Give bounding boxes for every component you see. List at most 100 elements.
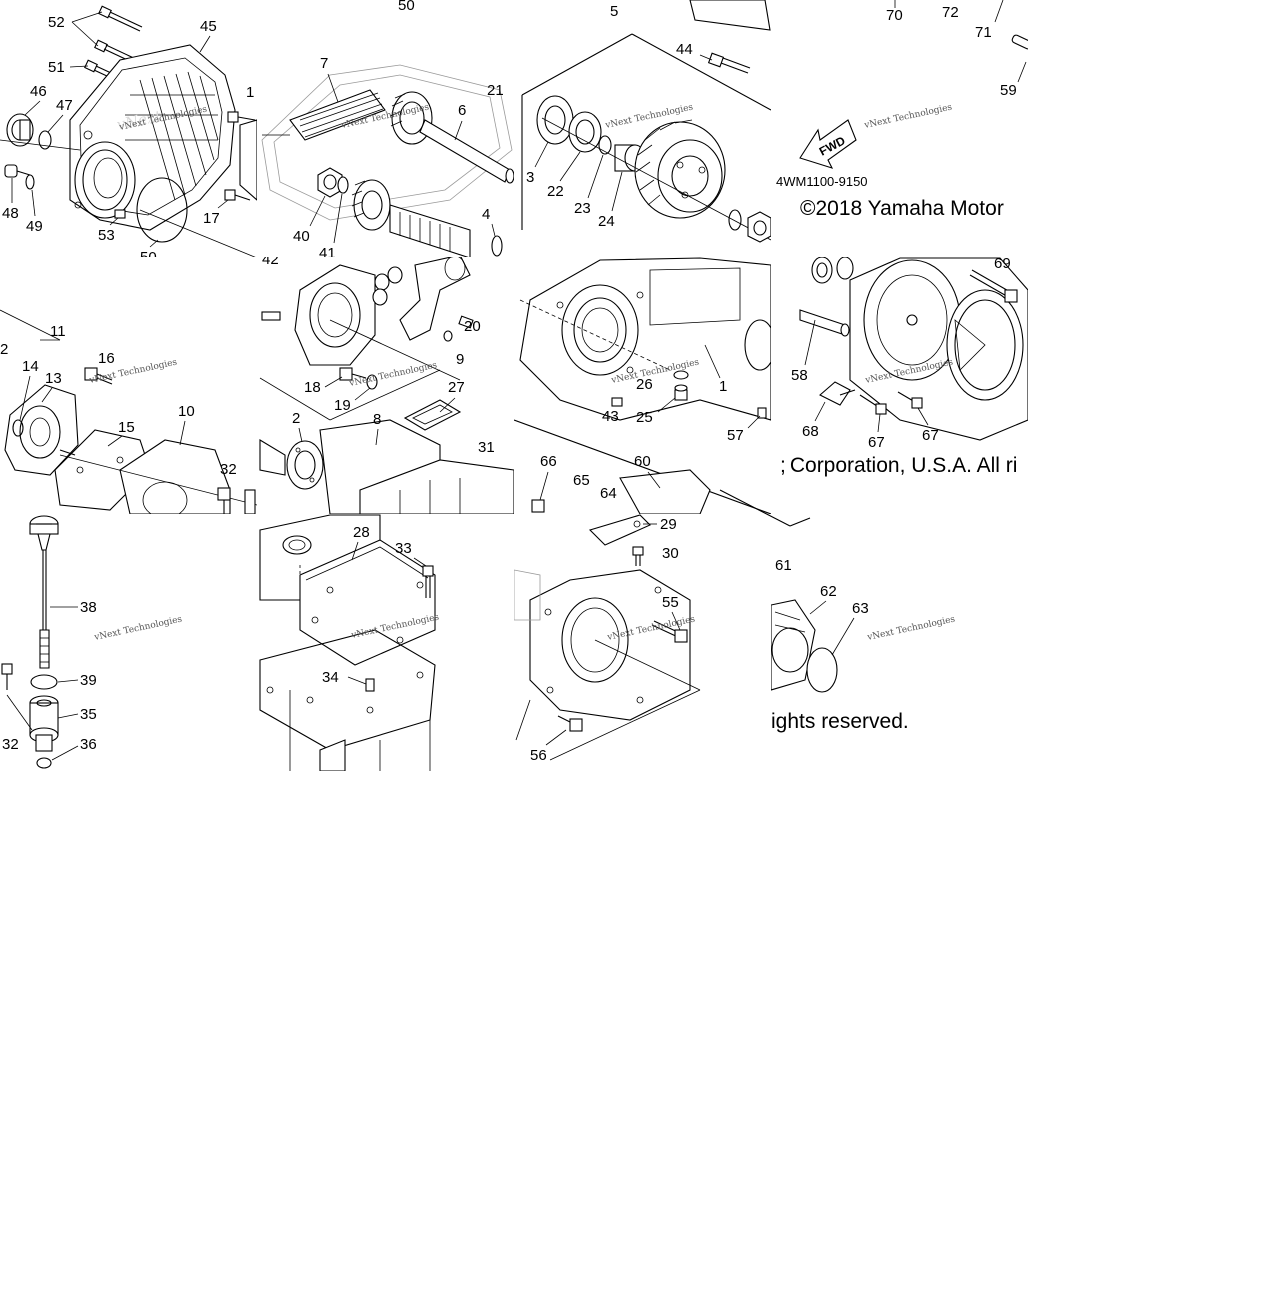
axis-line [139, 209, 256, 257]
drain-bolt-25 [674, 384, 688, 401]
callout-6: 6 [458, 102, 466, 119]
oil-filter-27 [403, 399, 462, 431]
watermark: vNext Technologies [866, 614, 957, 643]
tile-crankcase-cover: 52 45 51 46 47 1 48 49 53 17 50 vNext vN… [0, 5, 257, 257]
nut [747, 211, 771, 243]
callout-16: 16 [98, 350, 115, 367]
bolt-66 [531, 499, 545, 513]
callout-69: 69 [994, 255, 1011, 272]
seals-left [811, 257, 854, 284]
callout-71: 71 [975, 24, 992, 41]
seal-3 [536, 95, 574, 145]
callout-28: 28 [353, 524, 370, 541]
callout-44: 44 [676, 41, 693, 58]
callout-32-a: 32 [220, 461, 237, 478]
callout-15: 15 [118, 419, 135, 436]
callout-1-a: 1 [246, 84, 254, 101]
callout-32-b: 32 [2, 736, 19, 753]
drive-gear [634, 119, 726, 219]
watermark: vNext Technologies [348, 360, 439, 389]
callout-27: 27 [448, 379, 465, 396]
bolt-69 [969, 269, 1018, 303]
callout-60: 60 [634, 453, 651, 470]
washer-19 [366, 374, 378, 390]
bolt-52-lower [94, 39, 139, 65]
callout-39: 39 [80, 672, 97, 689]
o-ring-39 [30, 674, 58, 690]
bolt-18 [339, 367, 367, 381]
shaft-6 [419, 119, 514, 184]
callout-47: 47 [56, 97, 73, 114]
bearing-housing [294, 264, 376, 366]
callout-10: 10 [178, 403, 195, 420]
guide-35 [29, 695, 59, 752]
crankcase-1 [519, 257, 771, 421]
callout-30: 30 [662, 545, 679, 562]
callout-61: 61 [775, 557, 792, 574]
callout-66: 66 [540, 453, 557, 470]
callout-64: 64 [600, 485, 617, 502]
bolt-44 [707, 52, 751, 74]
oil-pump-13 [4, 384, 79, 476]
bolt-16 [84, 367, 113, 385]
clip-68 [819, 381, 856, 406]
callout-21: 21 [487, 82, 504, 99]
callout-63: 63 [852, 600, 869, 617]
cover-62 [771, 599, 816, 691]
ghost-housing [261, 64, 513, 221]
oil-pan-28 [299, 539, 436, 666]
shift-fork-20 [399, 257, 474, 341]
callout-2-b: 2 [292, 410, 300, 427]
callout-67-a: 67 [868, 434, 885, 451]
tile-stator-cover: ;Corporation, U.S.A. All ri 69 58 68 67 … [780, 255, 1028, 477]
tile-clutch-gear: 5 44 3 22 23 24 vNext Technologies [521, 0, 771, 243]
gear-shaft-assembly [351, 179, 503, 257]
callout-31: 31 [478, 439, 495, 456]
callout-14: 14 [22, 358, 39, 375]
callout-43: 43 [602, 408, 619, 425]
callout-41: 41 [319, 245, 336, 262]
callout-51: 51 [48, 59, 65, 76]
callout-8: 8 [373, 411, 381, 428]
tile-dipstick: 42 38 39 35 36 32 vNext Technologies [1, 501, 183, 769]
callout-11: 11 [50, 323, 66, 340]
o-ring-47 [38, 130, 52, 150]
bracket-60 [588, 514, 651, 546]
callout-35: 35 [80, 706, 97, 723]
bolt-32-b [1, 663, 13, 690]
frame-line [719, 489, 791, 527]
callout-19: 19 [334, 397, 351, 414]
bolt-32 [217, 487, 231, 514]
watermark: vNext Technologies [863, 102, 954, 131]
pin-59 [1011, 34, 1028, 50]
callout-5: 5 [610, 3, 618, 20]
callout-42-a: 42 [262, 251, 279, 268]
shaft-5 [689, 0, 771, 31]
bolt-42 [261, 311, 281, 321]
bolt-17 [224, 189, 251, 201]
callout-52: 52 [48, 14, 65, 31]
fwd-arrow-icon: FWD [799, 119, 857, 169]
bolt-55 [651, 620, 688, 643]
callout-57: 57 [727, 427, 744, 444]
gasket-26 [673, 370, 689, 380]
callout-3: 3 [526, 169, 534, 186]
copyright-line-3: ights reserved. [771, 710, 909, 733]
callout-45: 45 [200, 18, 217, 35]
crankcase-cover-body [69, 44, 236, 231]
coupling-housing [529, 569, 691, 721]
callout-25: 25 [636, 409, 653, 426]
callout-37: 37 [237, 369, 254, 386]
callout-49: 49 [26, 218, 43, 235]
bolt-30 [632, 546, 644, 566]
bolt-33 [422, 565, 434, 598]
tile-transmission-shafts: 50 7 21 6 4 40 41 vNext Technologies [261, 0, 514, 262]
washer-49 [25, 174, 35, 190]
gasket-50 [136, 177, 188, 243]
callout-26: 26 [636, 376, 653, 393]
tile-oil-pan: 28 33 34 vNext Technologies [259, 514, 440, 771]
tile-rear-cover: 29 30 55 56 vNext Technologies [514, 514, 701, 764]
bearing-2 [286, 440, 324, 490]
callout-42-b: 42 [8, 501, 25, 518]
